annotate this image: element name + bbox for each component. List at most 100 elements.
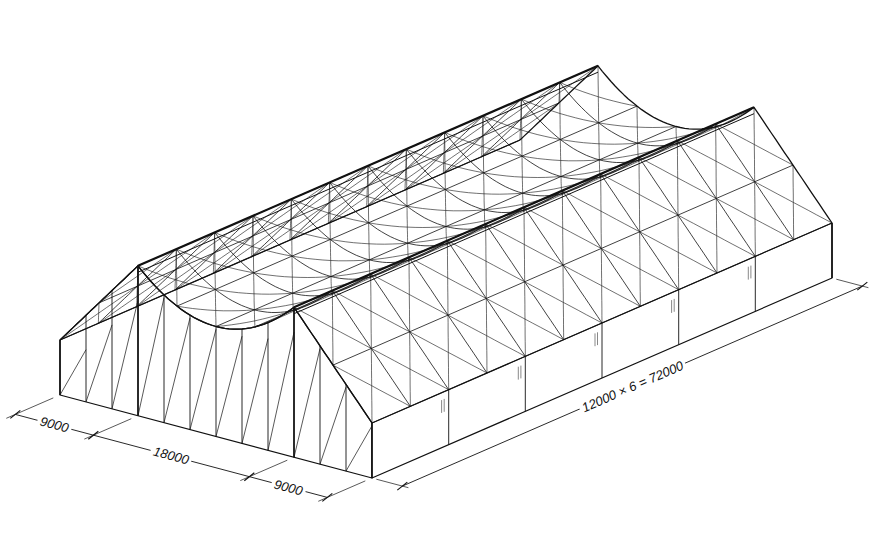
roof-chord (99, 103, 559, 303)
roof-diagonal (60, 286, 137, 340)
wall-mark (444, 399, 445, 412)
wall-brace (346, 426, 372, 471)
roof-diagonal (448, 315, 450, 390)
roof-diagonal (524, 207, 526, 281)
dimension-tick (322, 493, 332, 501)
roof-diagonal (677, 141, 679, 216)
roof-rib (405, 116, 717, 273)
wall-brace (216, 336, 242, 436)
roof-diagonal (559, 82, 561, 139)
wall-post (372, 423, 373, 478)
wall-mark (748, 267, 749, 280)
roof-diagonal (483, 173, 485, 210)
roof-diagonal (560, 140, 562, 177)
dimension-tick (857, 282, 867, 290)
wall-stud (190, 315, 191, 430)
roof-rib (60, 266, 372, 423)
mast (137, 266, 139, 416)
dimension-label: 18000 (149, 443, 194, 468)
roof-diagonal (329, 183, 331, 240)
roof-diagonal (407, 206, 409, 243)
wall-brace (294, 349, 320, 458)
roof-diagonal (793, 165, 795, 240)
wall-post (525, 356, 526, 411)
roof-diagonal (754, 182, 756, 256)
roof-rib (252, 183, 564, 340)
dimension-line (402, 286, 862, 486)
roof-rib (175, 216, 487, 373)
wall-brace (112, 300, 138, 409)
roof-diagonal (215, 290, 217, 327)
wall-stud (320, 346, 321, 464)
wall-brace (138, 298, 164, 416)
ridge-beam (138, 72, 598, 272)
dimension-label: 9000 (269, 475, 307, 498)
roof-rib (520, 66, 832, 223)
extension-line (836, 279, 868, 288)
wall-mark (750, 266, 751, 279)
wall-post (678, 290, 679, 345)
roof-diagonal (483, 116, 485, 173)
roof-diagonal (368, 223, 370, 260)
roof-diagonal (368, 166, 370, 223)
roof-diagonal (253, 273, 255, 310)
roof-diagonal (98, 303, 100, 323)
roof-diagonal (598, 66, 600, 123)
wall-brace (60, 350, 86, 395)
roof-chord (216, 127, 676, 327)
eave (60, 140, 520, 340)
roof-diagonal (406, 149, 408, 206)
dimension-tick (10, 410, 20, 418)
wall-stud (372, 423, 373, 478)
roof-diagonal (562, 191, 564, 266)
mast (293, 307, 295, 457)
wall-mark (597, 332, 598, 345)
roof-diagonal (291, 199, 293, 256)
roof-diagonal (214, 233, 216, 290)
roof-diagonal (253, 216, 255, 273)
wall-brace (190, 329, 216, 429)
roof-rib (443, 99, 755, 256)
wall-brace (242, 339, 268, 444)
roof-diagonal (522, 156, 524, 193)
roof-diagonal (524, 282, 526, 357)
roof-chord (372, 223, 832, 423)
dimension-label: 9000 (35, 413, 73, 436)
wall-brace (320, 387, 346, 464)
wall-mark (595, 333, 596, 346)
ridge-beam (138, 66, 598, 266)
wall-post (832, 223, 833, 278)
wall-brace (86, 325, 112, 402)
roof-diagonal (485, 224, 487, 299)
wall-post (602, 323, 603, 378)
roof-rib (367, 132, 679, 289)
wall-stud (60, 340, 61, 395)
roof-diagonal (254, 310, 256, 327)
roof-rib (290, 166, 602, 323)
roof-diagonal (598, 123, 600, 160)
roof-diagonal (754, 107, 756, 182)
roof-diagonal (715, 124, 717, 199)
dimension-tick (88, 431, 98, 439)
extension-line (318, 481, 365, 501)
roof-diagonal (639, 157, 641, 232)
roof-diagonal (486, 299, 488, 374)
wall-stud (346, 384, 347, 471)
roof-diagonal (639, 232, 641, 306)
wall-stud (294, 307, 295, 457)
wall-stud (216, 327, 217, 437)
roof-chord (138, 66, 598, 266)
wall-stud (268, 323, 269, 451)
roof-chord (294, 107, 754, 307)
wall-stud (242, 329, 243, 443)
corner-post (59, 340, 60, 395)
roof-diagonal (600, 174, 602, 249)
dimension-tick (244, 473, 254, 481)
roof-diagonal (330, 240, 332, 277)
roof-diagonal (216, 310, 293, 326)
wall-mark (520, 366, 521, 379)
wall-mark (441, 400, 442, 413)
roof-diagonal (98, 270, 175, 324)
roof-diagonal (563, 265, 565, 340)
